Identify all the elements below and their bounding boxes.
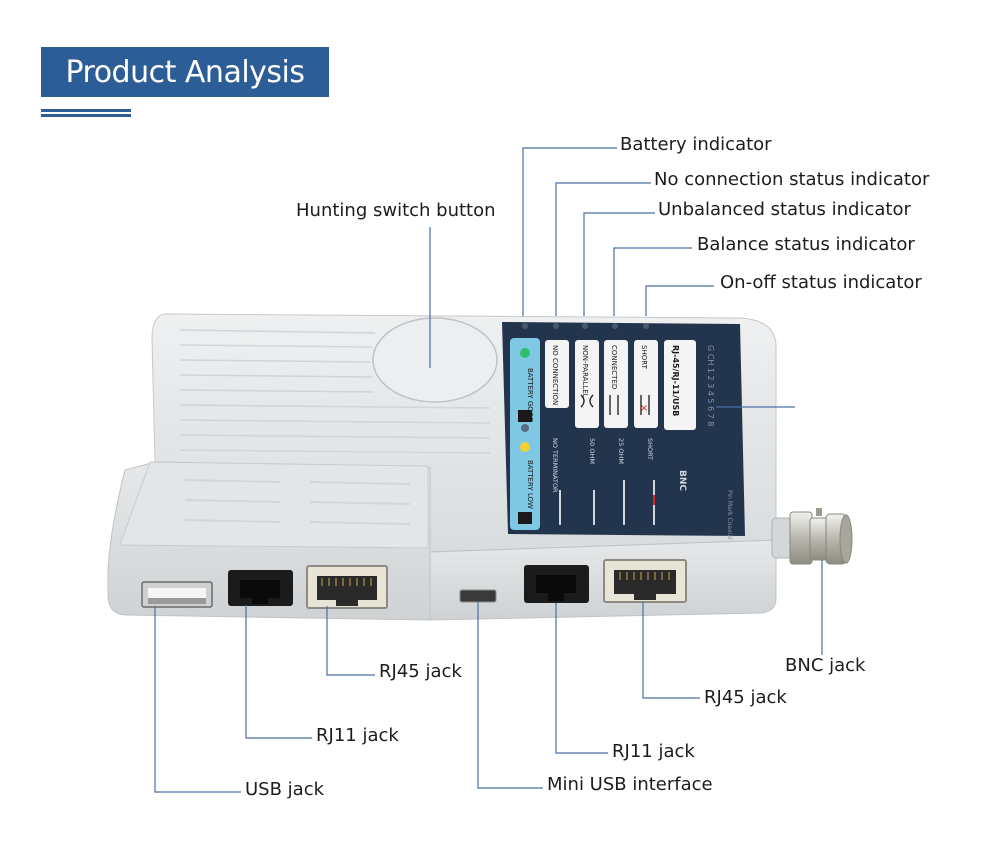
battery-low-text: BATTERY LOW [526, 460, 534, 509]
title-underline [41, 109, 131, 112]
non-parallel-text: NON-PARALLEL [581, 345, 589, 398]
battery-good-led [520, 348, 530, 358]
bnc-connector [771, 508, 853, 565]
pin-numbers-text: G CH 1 2 3 4 5 6 7 8 [706, 345, 715, 426]
rj45-pins-right [619, 572, 670, 580]
no-terminator-text: NO TERMINATOR [551, 438, 559, 493]
leader-on-off [645, 285, 714, 316]
leader-rj45-right [642, 602, 700, 699]
bnc-text: BNC [677, 470, 687, 491]
connected-text: CONNECTED [610, 345, 618, 389]
label-unbalanced: Unbalanced status indicator [658, 199, 911, 220]
no-connection-text: NO CONNECTION [551, 345, 559, 405]
leader-usb [154, 606, 241, 793]
label-usb-jack: USB jack [245, 779, 325, 800]
ohm25-text: 25 OHM [617, 438, 625, 464]
title-underline [41, 114, 131, 117]
label-on-off: On-off status indicator [720, 272, 922, 293]
hunting-switch-button [372, 317, 498, 403]
short-text: SHORT [640, 345, 648, 370]
label-no-connection: No connection status indicator [654, 169, 930, 190]
battery-strip [510, 338, 540, 530]
battery-low-led [520, 442, 530, 452]
short-card [634, 340, 658, 428]
model-text: RJ-45/RJ-11/USB [671, 345, 680, 416]
cover-ribs [184, 479, 411, 525]
top-ribs [179, 329, 491, 454]
title-banner: Product Analysis [41, 47, 329, 97]
label-battery-indicator: Battery indicator [620, 134, 772, 155]
label-balance: Balance status indicator [697, 234, 915, 255]
non-parallel-card [575, 340, 599, 428]
label-bnc-jack: BNC jack [785, 655, 866, 676]
leader-unbalanced [583, 212, 655, 316]
battery-good-text: BATTERY GOOD [526, 368, 534, 423]
label-rj11-jack-right: RJ11 jack [612, 741, 695, 762]
leader-rj11-left [245, 605, 312, 739]
model-card [664, 340, 696, 430]
battery-good-icon [518, 410, 532, 422]
non-parallel-symbol [580, 394, 594, 408]
status-leds [522, 323, 649, 329]
battery-low-icon [518, 512, 532, 524]
label-rj45-jack-left: RJ45 jack [379, 661, 462, 682]
short2-text: SHORT [646, 438, 654, 460]
page-title: Product Analysis [65, 54, 305, 90]
label-mini-usb: Mini USB interface [547, 774, 713, 795]
leader-rj11-right [555, 603, 608, 754]
rj45-pins-left [321, 578, 372, 586]
label-rj45-jack-right: RJ45 jack [704, 687, 787, 708]
svg-text:×: × [640, 403, 648, 414]
leader-battery [522, 147, 617, 316]
separator-dot [521, 424, 529, 432]
leader-balance [613, 247, 692, 316]
leader-rj45-left [326, 606, 375, 676]
no-connection-card [545, 340, 569, 408]
label-hunting-switch: Hunting switch button [296, 200, 496, 221]
label-rj11-jack-left: RJ11 jack [316, 725, 399, 746]
pin-mark-text: Pin Mark Coaxial [726, 490, 733, 540]
leader-mini-usb [477, 602, 543, 789]
ohm50-text: 50 OHM [588, 438, 596, 464]
leader-no-connection [555, 182, 651, 316]
